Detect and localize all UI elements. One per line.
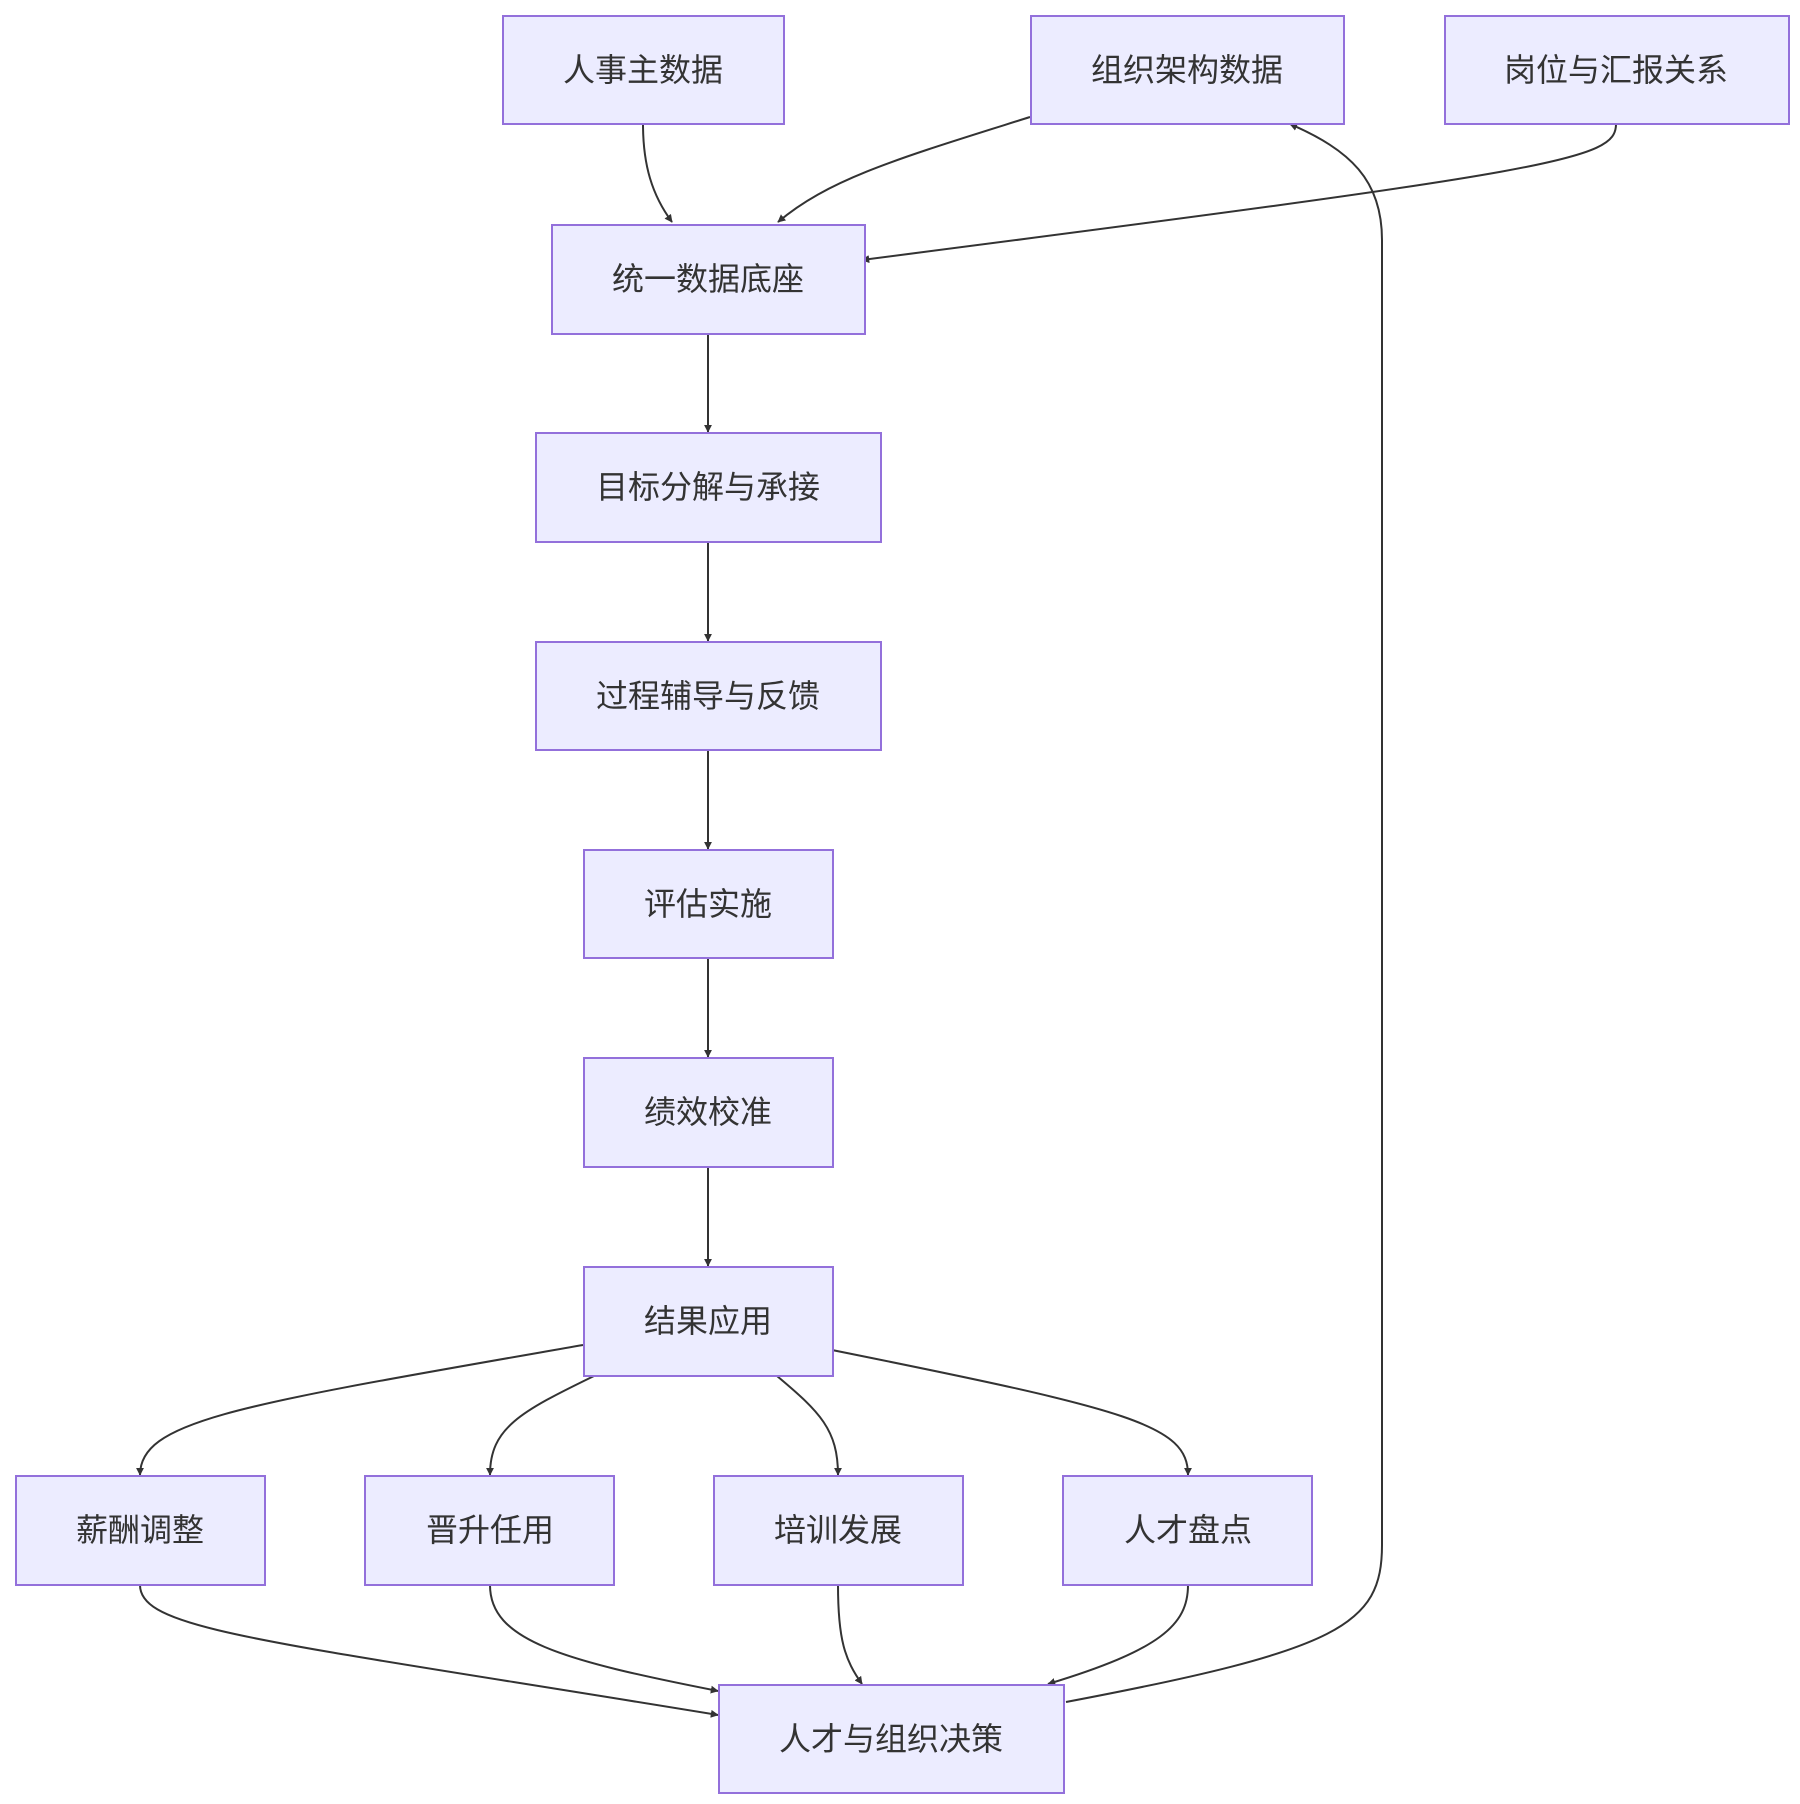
node-performance-calibration-label: 绩效校准 [644, 1093, 772, 1131]
edge-hr-master-to-data-base [642, 123, 673, 223]
node-talent-org-decision-label: 人才与组织决策 [779, 1720, 1003, 1758]
node-hr-master-data: 人事主数据 [502, 15, 785, 125]
edge-salary-to-decision [139, 1584, 719, 1718]
node-salary-adjustment-label: 薪酬调整 [76, 1511, 204, 1549]
edge-talent-review-to-decision [1047, 1584, 1189, 1686]
node-unified-data-base: 统一数据底座 [551, 224, 866, 335]
edge-promotion-to-decision [489, 1584, 719, 1694]
node-hr-master-data-label: 人事主数据 [563, 51, 723, 89]
edge-application-to-talent-review [831, 1349, 1192, 1476]
node-unified-data-base-label: 统一数据底座 [612, 260, 804, 298]
node-process-coaching-label: 过程辅导与反馈 [596, 677, 820, 715]
edge-position-report-to-data-base [861, 123, 1617, 264]
node-position-reporting-label: 岗位与汇报关系 [1504, 51, 1728, 89]
node-org-structure-data: 组织架构数据 [1030, 15, 1345, 125]
node-evaluation-label: 评估实施 [644, 885, 772, 923]
node-evaluation: 评估实施 [583, 849, 834, 959]
node-promotion: 晋升任用 [364, 1475, 615, 1586]
node-talent-review: 人才盘点 [1062, 1475, 1313, 1586]
node-org-structure-data-label: 组织架构数据 [1091, 51, 1283, 89]
node-performance-calibration: 绩效校准 [583, 1057, 834, 1168]
node-promotion-label: 晋升任用 [426, 1511, 554, 1549]
edge-training-to-decision [837, 1584, 863, 1685]
node-goal-decomposition: 目标分解与承接 [535, 432, 882, 543]
node-talent-org-decision: 人才与组织决策 [718, 1684, 1065, 1794]
edge-application-to-salary [136, 1344, 584, 1476]
node-training-development: 培训发展 [713, 1475, 964, 1586]
node-goal-decomposition-label: 目标分解与承接 [596, 468, 820, 506]
node-salary-adjustment: 薪酬调整 [15, 1475, 266, 1586]
edges [136, 116, 1617, 1718]
edge-org-data-to-data-base [777, 116, 1031, 223]
edge-decision-to-org-data [1065, 123, 1383, 1703]
node-process-coaching: 过程辅导与反馈 [535, 641, 882, 751]
node-result-application-label: 结果应用 [644, 1302, 772, 1340]
node-position-reporting: 岗位与汇报关系 [1444, 15, 1790, 125]
node-training-development-label: 培训发展 [774, 1511, 902, 1549]
node-talent-review-label: 人才盘点 [1124, 1511, 1252, 1549]
edge-application-to-promotion [486, 1375, 595, 1476]
edge-application-to-training [776, 1375, 842, 1476]
node-result-application: 结果应用 [583, 1266, 834, 1377]
